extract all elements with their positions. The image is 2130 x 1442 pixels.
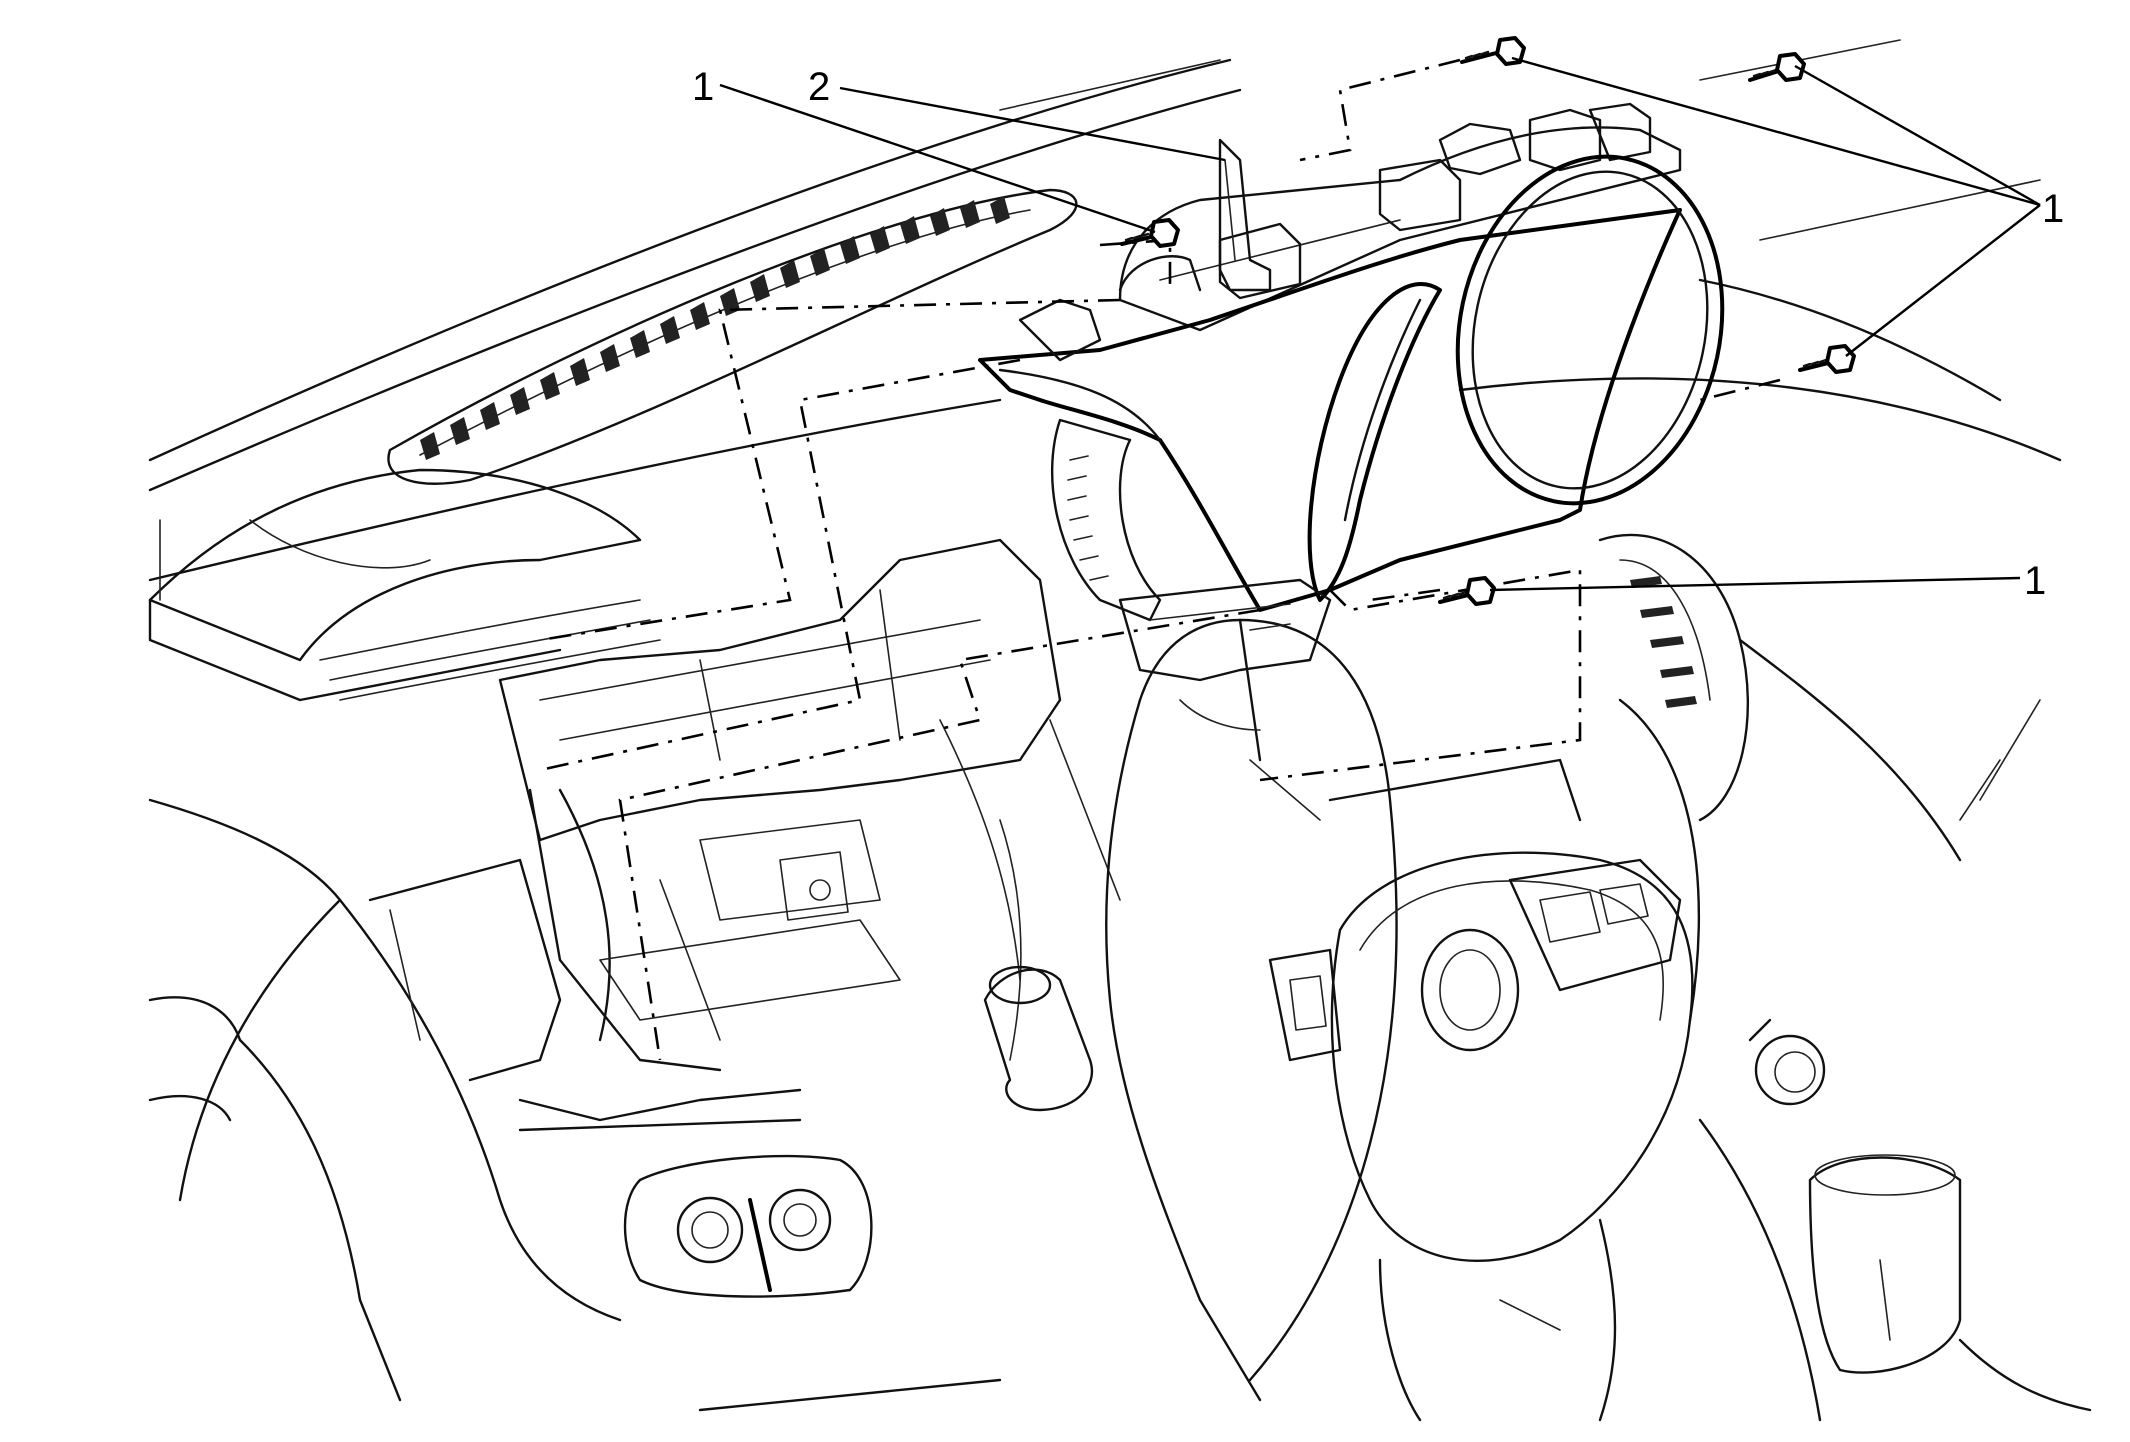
steering-wheel — [1105, 618, 1701, 1422]
right-side-dash — [1499, 533, 2092, 1422]
assembly-dashed-lines — [539, 58, 1781, 1061]
left-lower-dash — [148, 798, 1002, 1412]
dashboard-outline — [148, 39, 2062, 582]
screw-icon — [1460, 36, 1526, 66]
callout-1-right-upper: 1 — [2042, 187, 2064, 231]
screw-fasteners — [1120, 36, 1856, 606]
callout-leaders — [719, 56, 2041, 592]
screw-icon — [1798, 344, 1856, 374]
left-dash-panel — [148, 468, 661, 702]
callout-1-right-lower: 1 — [2024, 559, 2046, 603]
screw-icon — [1748, 52, 1806, 82]
instrument-cluster — [978, 102, 1725, 682]
defroster-vent — [420, 196, 1010, 460]
screw-icon — [1120, 218, 1180, 248]
screw-icon — [1438, 576, 1496, 606]
callout-labels: 1 2 1 1 — [692, 65, 2064, 603]
headlamp-knob — [983, 965, 1094, 1112]
callout-2-bracket: 2 — [808, 65, 830, 109]
callout-1-top-left: 1 — [692, 65, 714, 109]
instrument-panel-carrier — [498, 538, 1121, 1072]
